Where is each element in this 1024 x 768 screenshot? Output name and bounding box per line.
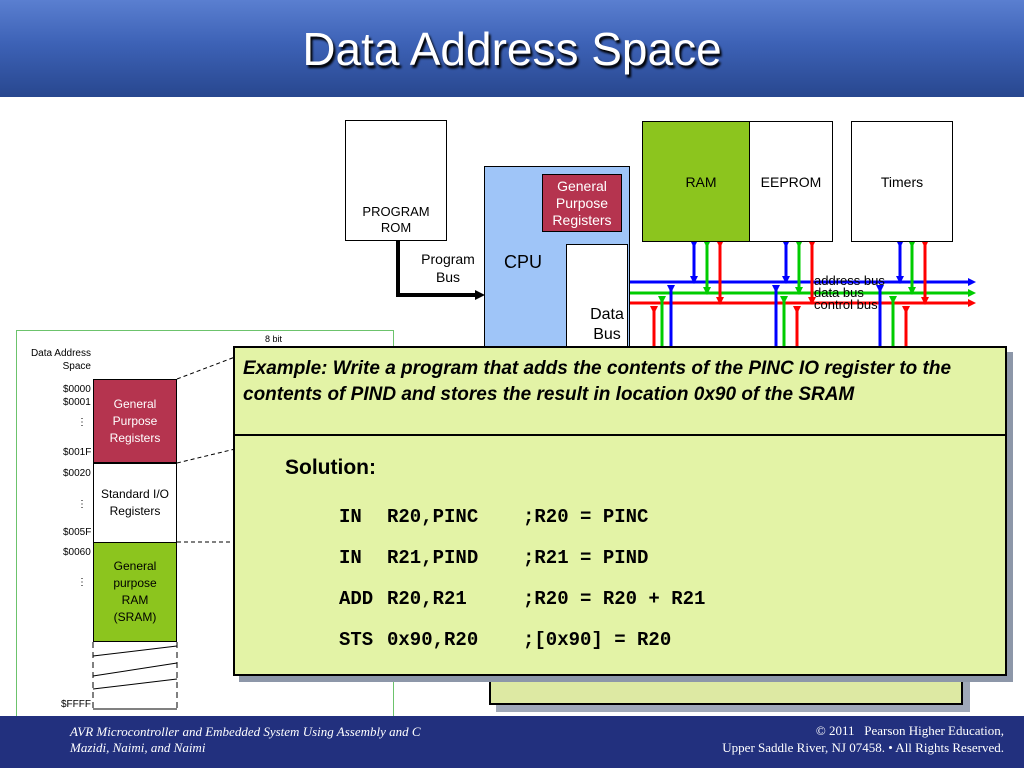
address-label: $0020 bbox=[63, 468, 91, 479]
example-prompt: Example: Write a program that adds the c… bbox=[235, 348, 1005, 436]
example-callout: Example: Write a program that adds the c… bbox=[233, 346, 1007, 676]
code-comment: ;R21 = PIND bbox=[523, 547, 649, 569]
code-op: IN bbox=[339, 547, 362, 569]
title-bar: Data Address Space bbox=[0, 0, 1024, 97]
address-ellipsis: ⋮ bbox=[77, 577, 87, 588]
program-rom-label: PROGRAM ROM bbox=[362, 204, 430, 235]
ram-box: RAM bbox=[642, 121, 760, 242]
address-label: $FFFF bbox=[61, 699, 91, 710]
gpr-box: General Purpose Registers bbox=[542, 174, 622, 232]
address-label: $001F bbox=[63, 447, 92, 458]
eeprom-label: EEPROM bbox=[760, 174, 822, 190]
eeprom-box: EEPROM bbox=[749, 121, 833, 242]
data-bus-box bbox=[566, 244, 628, 354]
memory-map-title: Data Address Space bbox=[30, 348, 91, 372]
code-op: STS bbox=[339, 629, 374, 651]
code-comment: ;R20 = R20 + R21 bbox=[523, 588, 706, 610]
footer-bar: AVR Microcontroller and Embedded System … bbox=[0, 716, 1024, 768]
footer-authors: Mazidi, Naimi, and Naimi bbox=[70, 740, 206, 755]
footer-book-title: AVR Microcontroller and Embedded System … bbox=[70, 724, 421, 739]
memory-map-extension bbox=[92, 356, 236, 710]
code-comment: ;[0x90] = R20 bbox=[523, 629, 672, 651]
program-rom-box: PROGRAM ROM bbox=[345, 120, 447, 241]
control-bus-label: control bus bbox=[814, 297, 878, 312]
data-bus-line-label: data bus bbox=[814, 285, 864, 300]
address-label: $0000 bbox=[63, 384, 91, 395]
memory-map-width-label: 8 bit bbox=[265, 334, 283, 344]
gpr-region: General Purpose Registers bbox=[93, 379, 177, 463]
gpr-region-label: General Purpose Registers bbox=[109, 396, 161, 445]
footer-copyright-line2: Upper Saddle River, NJ 07458. • All Righ… bbox=[722, 740, 1004, 755]
code-op: IN bbox=[339, 506, 362, 528]
footer-copyright: © 2011 Pearson Higher Education, Upper S… bbox=[722, 722, 1004, 756]
footer-copyright-line1: © 2011 Pearson Higher Education, bbox=[815, 723, 1004, 738]
ram-label: RAM bbox=[685, 174, 717, 190]
cpu-label: CPU bbox=[504, 252, 543, 272]
program-bus-arrow bbox=[396, 240, 485, 300]
data-bus-label: Data Bus bbox=[590, 306, 624, 343]
footer-book-info: AVR Microcontroller and Embedded System … bbox=[70, 724, 421, 756]
sram-region: General purpose RAM (SRAM) bbox=[93, 542, 177, 642]
address-bus-label: address bus bbox=[814, 273, 885, 288]
code-args: R20,R21 bbox=[387, 588, 467, 610]
code-args: R20,PINC bbox=[387, 506, 479, 528]
io-region: Standard I/O Registers bbox=[93, 463, 177, 543]
address-label: $005F bbox=[63, 527, 92, 538]
address-label: $0060 bbox=[63, 547, 91, 558]
gpr-label: General Purpose Registers bbox=[552, 177, 612, 228]
code-args: 0x90,R20 bbox=[387, 629, 479, 651]
code-args: R21,PIND bbox=[387, 547, 479, 569]
slide-title: Data Address Space bbox=[302, 23, 722, 75]
sram-region-label: General purpose RAM (SRAM) bbox=[113, 559, 157, 624]
address-label: $0001 bbox=[63, 397, 91, 408]
timers-label: Timers bbox=[880, 174, 924, 190]
code-comment: ;R20 = PINC bbox=[523, 506, 649, 528]
address-ellipsis: ⋮ bbox=[77, 417, 87, 428]
solution-label: Solution: bbox=[285, 456, 376, 479]
io-region-label: Standard I/O Registers bbox=[100, 487, 170, 518]
code-op: ADD bbox=[339, 588, 374, 610]
timers-box: Timers bbox=[851, 121, 953, 242]
program-bus-label: Program Bus bbox=[421, 251, 475, 285]
address-ellipsis: ⋮ bbox=[77, 499, 87, 510]
